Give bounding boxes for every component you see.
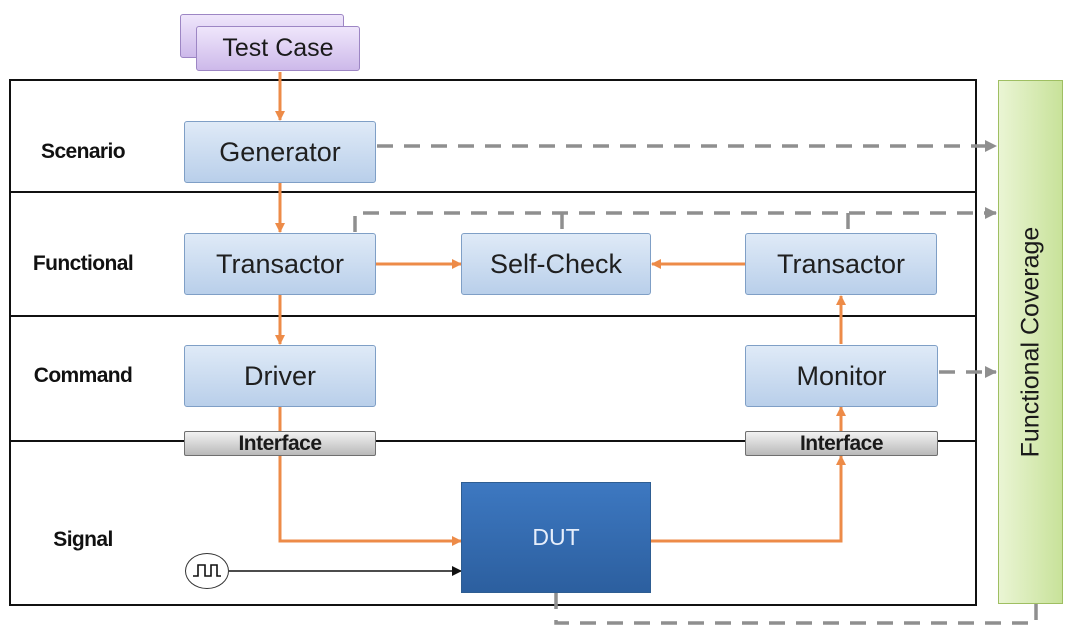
interface-left-block: Interface: [184, 431, 376, 456]
generator-block: Generator: [184, 121, 376, 183]
layer-label-command: Command: [33, 364, 133, 387]
driver-label: Driver: [244, 360, 316, 391]
transactor-left-label: Transactor: [215, 248, 345, 279]
clock-icon: [185, 553, 229, 589]
monitor-label: Monitor: [796, 360, 887, 391]
monitor-block: Monitor: [745, 345, 938, 407]
dut-block: DUT: [461, 482, 651, 593]
layer-label-signal: Signal: [53, 528, 113, 551]
transactor-right-block: Transactor: [745, 233, 937, 295]
data-flow-arrows: [275, 72, 846, 546]
self-check-block: Self-Check: [461, 233, 651, 295]
test-case-box: Test Case: [196, 26, 360, 71]
functional-coverage-block: Functional Coverage: [998, 80, 1063, 604]
interface-right-label: Interface: [799, 431, 884, 455]
interface-right-block: Interface: [745, 431, 938, 456]
interface-left-label: Interface: [238, 431, 322, 455]
generator-label: Generator: [219, 136, 341, 167]
dut-label: DUT: [532, 524, 580, 550]
layer-label-scenario: Scenario: [41, 140, 126, 163]
transactor-right-label: Transactor: [776, 248, 906, 279]
driver-block: Driver: [184, 345, 376, 407]
self-check-label: Self-Check: [489, 248, 623, 279]
layer-frame: [9, 79, 977, 606]
layer-label-functional: Functional: [32, 252, 134, 275]
transactor-left-block: Transactor: [184, 233, 376, 295]
test-case-label: Test Case: [222, 34, 334, 62]
functional-coverage-label: Functional Coverage: [1016, 226, 1044, 458]
